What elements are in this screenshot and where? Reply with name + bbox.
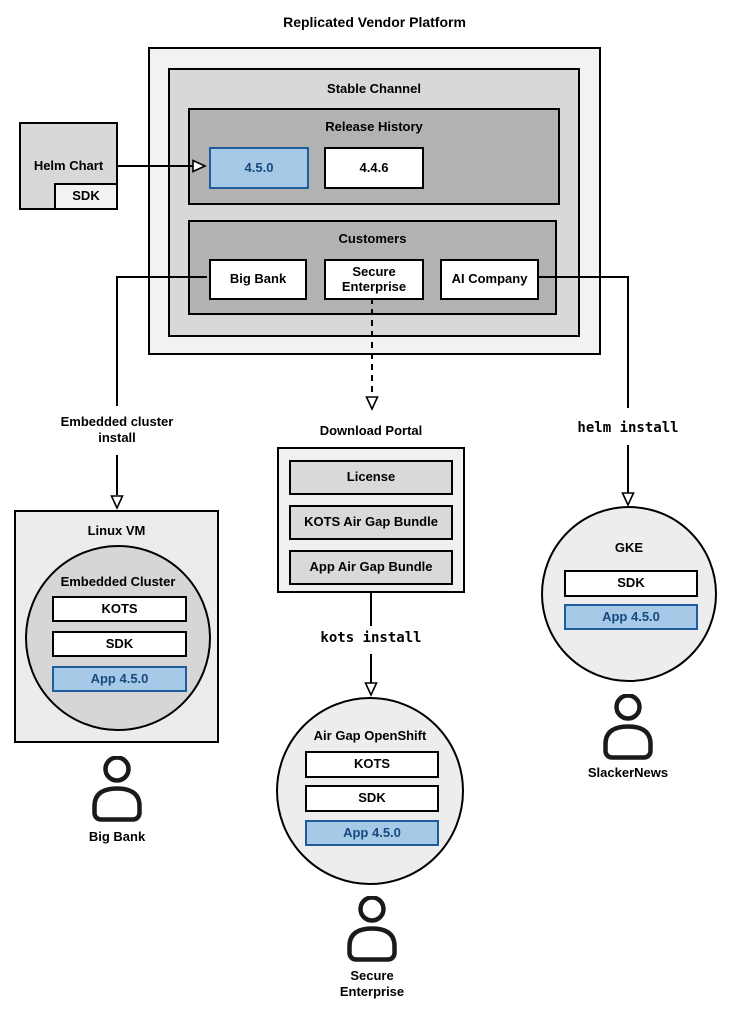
linux-vm-title: Linux VM — [87, 523, 146, 538]
linux-vm-box: Linux VM Embedded Cluster KOTS SDK App 4… — [14, 510, 219, 743]
secure-enterprise-user-label: Secure Enterprise — [339, 968, 405, 1000]
arrowhead-down — [365, 396, 379, 411]
embedded-sdk-node: SDK — [52, 631, 187, 657]
embedded-cluster-title: Embedded Cluster — [60, 574, 176, 589]
arrowhead-down — [364, 682, 378, 697]
download-portal-box: License KOTS Air Gap Bundle App Air Gap … — [277, 447, 465, 593]
gke-circle: GKE SDK App 4.5.0 — [541, 506, 717, 682]
customers-title: Customers — [338, 231, 407, 246]
embedded-app-node: App 4.5.0 — [52, 666, 187, 692]
kots-airgap-bundle-node: KOTS Air Gap Bundle — [289, 505, 453, 540]
license-node: License — [289, 460, 453, 495]
arrowhead-down — [110, 495, 124, 510]
gke-title: GKE — [614, 540, 644, 555]
user-icon — [347, 896, 397, 962]
helm-sdk-node: SDK — [54, 183, 118, 210]
customer-node-secure-enterprise: Secure Enterprise — [324, 259, 424, 300]
release-history-box: Release History 4.5.0 4.4.6 — [188, 108, 560, 205]
embedded-cluster-install-label: Embedded cluster install — [60, 414, 174, 446]
gke-app-node: App 4.5.0 — [564, 604, 698, 630]
customer-node-big-bank: Big Bank — [209, 259, 307, 300]
helm-chart-title: Helm Chart — [33, 158, 104, 173]
airgap-kots-node: KOTS — [305, 751, 439, 778]
airgap-openshift-circle: Air Gap OpenShift KOTS SDK App 4.5.0 — [276, 697, 464, 885]
customers-box: Customers Big Bank Secure Enterprise AI … — [188, 220, 557, 315]
user-icon — [603, 694, 653, 760]
release-history-title: Release History — [325, 119, 423, 134]
app-airgap-bundle-node: App Air Gap Bundle — [289, 550, 453, 585]
kots-install-label: kots install — [320, 630, 422, 646]
gke-sdk-node: SDK — [564, 570, 698, 597]
big-bank-user-label: Big Bank — [88, 829, 146, 844]
arrowhead-down — [621, 492, 635, 507]
user-icon — [92, 756, 142, 822]
embedded-cluster-circle: Embedded Cluster KOTS SDK App 4.5.0 — [25, 545, 211, 731]
helm-chart-box: Helm Chart SDK — [19, 122, 118, 210]
diagram-title: Replicated Vendor Platform — [283, 14, 466, 30]
download-portal-title: Download Portal — [319, 423, 423, 438]
slackernews-user-label: SlackerNews — [587, 765, 669, 780]
helm-install-label: helm install — [577, 420, 679, 436]
release-node-previous: 4.4.6 — [324, 147, 424, 189]
airgap-app-node: App 4.5.0 — [305, 820, 439, 846]
customer-node-ai-company: AI Company — [440, 259, 539, 300]
airgap-sdk-node: SDK — [305, 785, 439, 812]
stable-channel-title: Stable Channel — [327, 81, 421, 96]
airgap-openshift-title: Air Gap OpenShift — [313, 728, 427, 743]
embedded-kots-node: KOTS — [52, 596, 187, 622]
release-node-current: 4.5.0 — [209, 147, 309, 189]
